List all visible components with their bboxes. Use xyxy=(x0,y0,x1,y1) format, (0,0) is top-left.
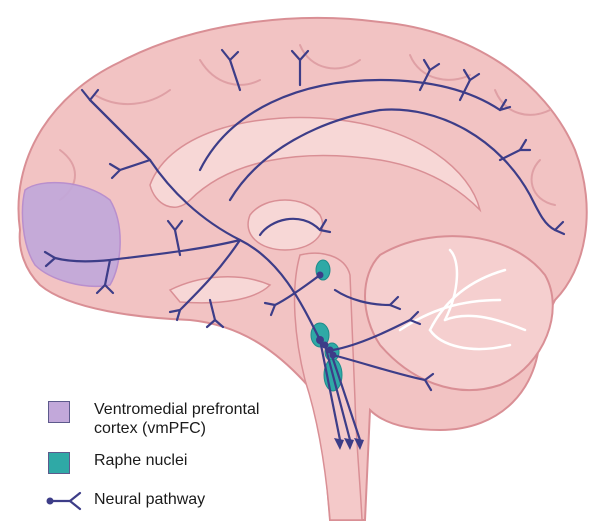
vmpfc-swatch xyxy=(48,401,70,423)
legend-item-raphe: Raphe nuclei xyxy=(48,451,308,474)
legend: Ventromedial prefrontal cortex (vmPFC) R… xyxy=(48,400,308,512)
vmpfc-label: Ventromedial prefrontal cortex (vmPFC) xyxy=(94,400,259,438)
raphe-swatch xyxy=(48,452,70,474)
vmpfc-label-line2: cortex (vmPFC) xyxy=(94,419,259,438)
raphe-label: Raphe nuclei xyxy=(94,451,187,470)
legend-item-pathway: Neural pathway xyxy=(48,488,308,512)
pathway-label: Neural pathway xyxy=(94,490,205,509)
neural-pathway-icon xyxy=(44,488,88,512)
thalamus xyxy=(248,200,323,250)
vmpfc-label-line1: Ventromedial prefrontal xyxy=(94,400,259,419)
legend-item-vmpfc: Ventromedial prefrontal cortex (vmPFC) xyxy=(48,400,308,438)
